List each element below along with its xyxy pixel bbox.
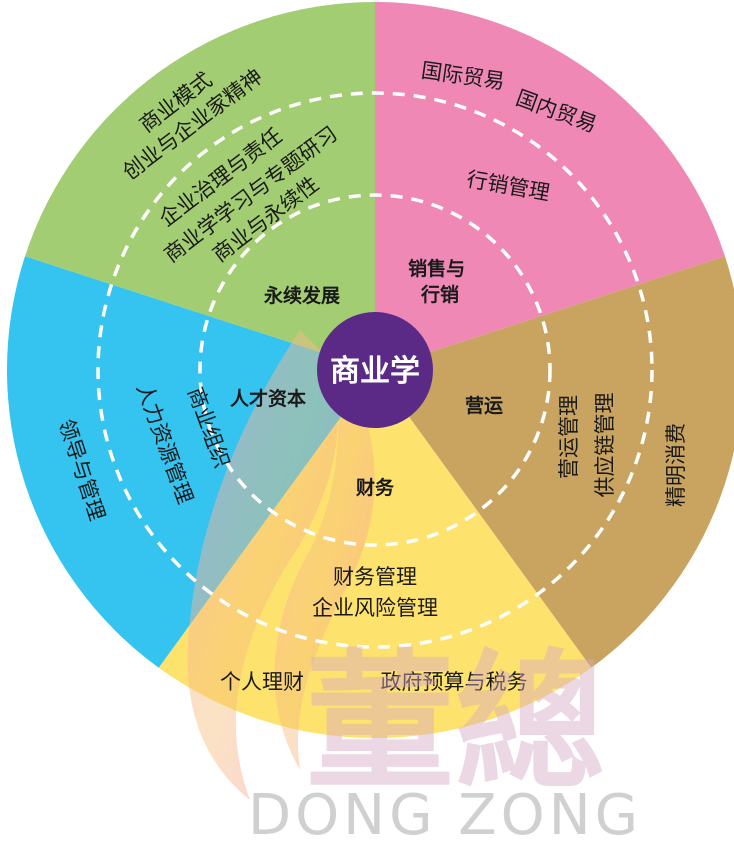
item-operations-management: 营运管理 (557, 395, 581, 479)
center-circle (317, 312, 433, 428)
dongzong-flame-logo (187, 330, 375, 800)
sector-sustainability (25, 2, 375, 370)
sector-finance (158, 370, 592, 738)
sector-operations (375, 256, 734, 668)
item-financial-management: 财务管理 (333, 565, 417, 589)
sector-label-sustainability: 永续发展 (263, 284, 340, 307)
sector-label-line: 行销 (420, 283, 459, 306)
item-supply-chain-management: 供应链管理 (593, 393, 617, 498)
center-label: 商业学 (330, 354, 420, 389)
sector-items: 国际贸易 国内贸易 行销管理 营运管理 供应链管理 精明消费 财务管理 企业风险… (54, 58, 688, 694)
item-personal-finance: 个人理财 (220, 670, 304, 694)
outer-dashed-ring (96, 91, 654, 649)
sector-labels: 销售与 行销 营运 财务 人才资本 永续发展 (230, 257, 503, 499)
dashed-rings (96, 91, 654, 649)
sector-label-operations: 营运 (465, 394, 503, 417)
sector-label-human-capital: 人才资本 (230, 387, 306, 410)
watermark-english: DONG ZONG (248, 783, 642, 842)
item-enterprise-risk-management: 企业风险管理 (312, 596, 438, 620)
sector-label-finance: 财务 (356, 476, 395, 499)
sector-label-line: 销售与 (408, 257, 465, 280)
item-smart-consumption: 精明消费 (664, 423, 688, 507)
item-government-budget-tax: 政府预算与税务 (381, 670, 528, 694)
inner-dashed-ring (198, 193, 552, 547)
watermark-chinese: 董總 (305, 637, 605, 811)
sector-label-marketing: 销售与 行销 (408, 257, 472, 306)
